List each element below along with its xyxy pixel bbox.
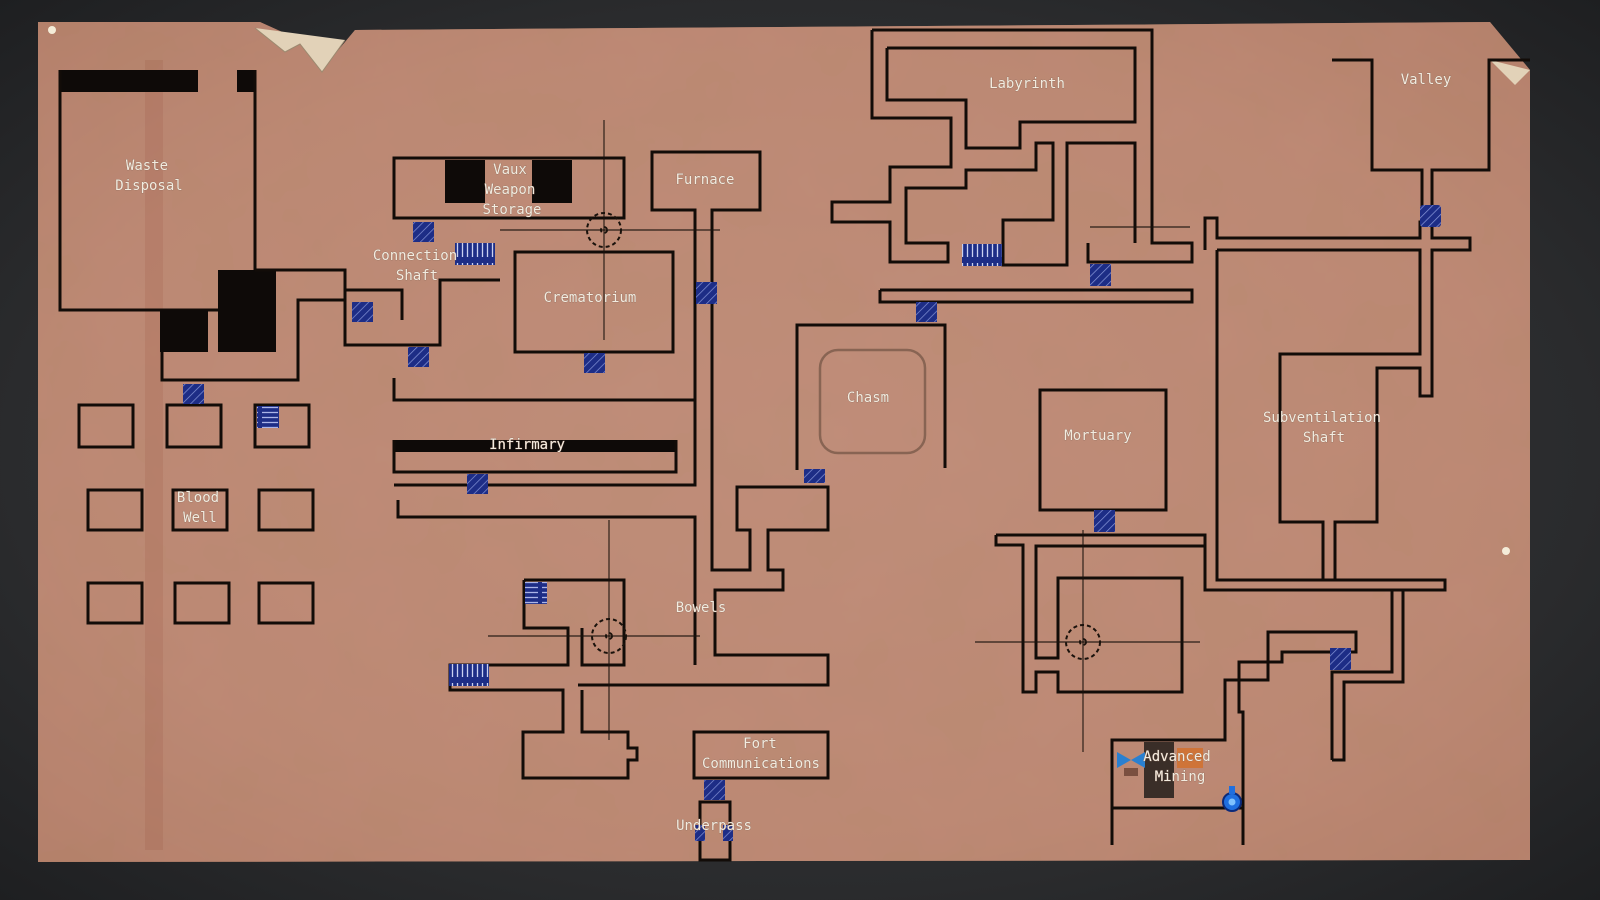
- gate-icons: [449, 243, 1002, 686]
- room-infirmary[interactable]: [392, 400, 697, 665]
- glint: [1502, 547, 1510, 555]
- label-mortuary: Mortuary: [1064, 428, 1131, 444]
- gate-icon: [455, 243, 495, 265]
- locked-door-icon: [1330, 648, 1351, 670]
- label-labyrinth: Labyrinth: [989, 76, 1065, 92]
- advanced-mining-items: [1117, 742, 1203, 798]
- label-waste-disposal: Waste: [126, 158, 168, 174]
- room-waste-disposal[interactable]: [58, 70, 347, 382]
- label-chasm: Chasm: [847, 390, 889, 406]
- player-location-marker[interactable]: [1222, 786, 1242, 812]
- crosshair-icon: [975, 530, 1200, 752]
- glint: [48, 26, 56, 34]
- room-furnace[interactable]: [578, 150, 830, 687]
- locked-door-icon: [1090, 264, 1111, 286]
- rubble-icon: [1144, 742, 1174, 798]
- room-blood-well[interactable]: [77, 403, 315, 625]
- locked-door-icon: [183, 384, 204, 404]
- locked-door-icon: [1094, 510, 1115, 532]
- locked-door-icon: [1420, 205, 1441, 227]
- vent-icons: [257, 406, 547, 604]
- label-bowels: Bowels: [676, 600, 727, 616]
- locked-door-icon: [413, 222, 434, 242]
- locked-door-icon: [916, 302, 937, 322]
- room-crematorium[interactable]: [513, 250, 675, 354]
- room-subventilation-shaft[interactable]: [1203, 216, 1472, 582]
- locked-door-icon: [352, 302, 373, 322]
- locked-door-icons: [183, 205, 1441, 841]
- label-valley: Valley: [1401, 72, 1452, 88]
- room-fort-communications[interactable]: [692, 730, 830, 780]
- robot-head-icon: [1117, 752, 1145, 776]
- locked-door-icon: [408, 347, 429, 367]
- vent-icon: [525, 582, 547, 604]
- room-vaux-weapon-storage[interactable]: [392, 156, 626, 220]
- label-blood-well: Blood: [177, 490, 219, 506]
- label-furnace: Furnace: [675, 172, 734, 188]
- label-advanced-mining: Advanced: [1143, 749, 1210, 765]
- label-connection-shaft: Connection: [373, 248, 457, 264]
- gate-icon: [449, 664, 489, 686]
- locked-door-icon: [467, 474, 488, 494]
- label-subventilation-shaft: Subventilation: [1263, 410, 1381, 426]
- gate-icon: [962, 244, 1002, 266]
- parchment: [38, 22, 1530, 862]
- crosshair-icon: [500, 120, 720, 340]
- room-bowels[interactable]: [448, 578, 639, 780]
- label-vaux-weapon-storage: Vaux: [493, 162, 527, 178]
- locked-door-icon: [696, 282, 717, 304]
- room-valley[interactable]: [1332, 58, 1530, 222]
- crosshair-icon: [488, 520, 700, 740]
- room-labyrinth[interactable]: [830, 28, 1194, 304]
- crate-icon: [1177, 748, 1203, 768]
- label-underpass: Underpass: [676, 818, 752, 834]
- room-chasm[interactable]: [795, 323, 947, 470]
- locked-door-icon: [704, 780, 725, 800]
- room-connection-shaft[interactable]: [343, 278, 697, 402]
- locked-door-icon: [584, 353, 605, 373]
- label-fort-communications: Fort: [743, 736, 777, 752]
- label-infirmary: Infirmary: [489, 437, 565, 453]
- locked-door-icon: [695, 825, 705, 841]
- locked-door-icon: [804, 469, 825, 483]
- vent-icon: [257, 406, 279, 428]
- locked-door-icon: [723, 825, 733, 841]
- label-crematorium: Crematorium: [544, 290, 637, 306]
